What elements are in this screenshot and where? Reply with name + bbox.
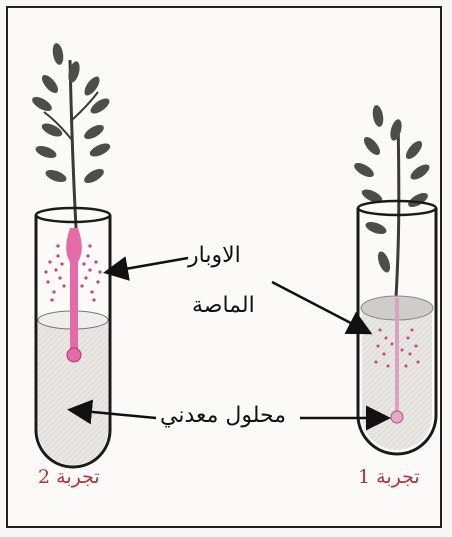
leaf-icon xyxy=(82,166,106,186)
leaf-icon xyxy=(30,94,54,114)
leaf-icon xyxy=(371,104,385,127)
leaf-icon xyxy=(403,138,425,161)
leaf-icon xyxy=(39,72,61,95)
leaf-icon xyxy=(34,144,58,161)
test-tube-1 xyxy=(352,104,436,454)
leaf-icon xyxy=(388,118,403,142)
leaf-icon xyxy=(82,74,103,98)
leaf-icon xyxy=(408,162,432,183)
leaf-icon xyxy=(352,160,376,180)
leaf-icon xyxy=(406,190,430,210)
leaf-icon xyxy=(364,220,388,237)
plant-2 xyxy=(30,42,112,228)
arrow-root-hairs-2 xyxy=(108,258,188,272)
leaf-icon xyxy=(82,122,106,142)
arrow-root-hairs-1 xyxy=(272,282,368,332)
label-root-hairs-line2: الماصة xyxy=(192,294,255,318)
leaf-icon xyxy=(88,141,112,159)
label-mineral-solution: محلول معدني xyxy=(160,404,286,428)
test-tube-2 xyxy=(30,42,112,467)
caption-experiment-1: تجربة 1 xyxy=(358,466,420,488)
label-root-hairs-line1: الاوبار xyxy=(188,244,241,268)
leaf-icon xyxy=(361,134,383,157)
leaf-icon xyxy=(40,121,64,139)
caption-experiment-2: تجربة 2 xyxy=(38,466,100,488)
leaf-icon xyxy=(51,42,65,65)
leaf-icon xyxy=(44,168,68,185)
leaf-icon xyxy=(376,250,393,274)
arrows xyxy=(72,258,386,418)
